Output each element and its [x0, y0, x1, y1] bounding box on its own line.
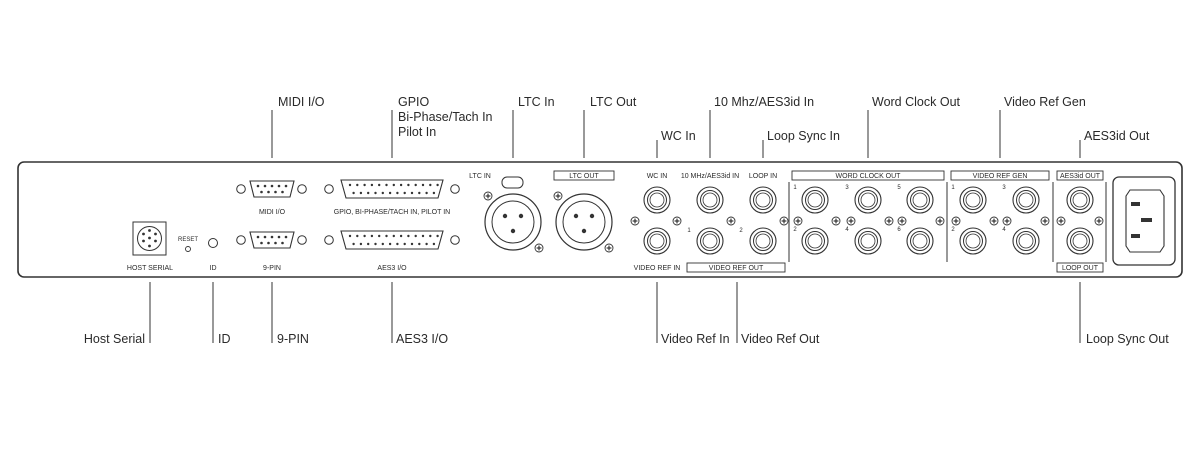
callout-loop-sync-out: Loop Sync Out [1086, 332, 1169, 346]
vrg-number-3: 3 [1002, 185, 1006, 191]
video-ref-gen-bnc-3 [1012, 186, 1040, 214]
word-clock-out-bnc-1 [801, 186, 829, 214]
gpio-connector [324, 179, 460, 199]
gpio-label: GPIO, BI-PHASE/TACH IN, PILOT IN [334, 209, 450, 216]
callout-video-ref-gen: Video Ref Gen [1004, 95, 1086, 109]
midi-io-label: MIDI I/O [259, 209, 286, 216]
ltc-out-xlr-connector [553, 191, 614, 253]
loop-out-label: LOOP OUT [1062, 265, 1099, 272]
callout-video-ref-in: Video Ref In [661, 332, 730, 346]
word-clock-out-bnc-2 [801, 227, 829, 255]
word-clock-out-label-box [791, 170, 945, 181]
host-serial-label: HOST SERIAL [127, 265, 173, 272]
reset-button [185, 246, 191, 252]
video-ref-gen-label: VIDEO REF GEN [973, 173, 1028, 180]
callout-wc-in: WC In [661, 129, 696, 143]
midi-io-connector [236, 180, 307, 198]
video-ref-gen-bnc-4 [1012, 227, 1040, 255]
vrg-number-1: 1 [951, 185, 955, 191]
callout-id: ID [218, 332, 231, 346]
video-ref-out-number-2: 2 [739, 228, 743, 234]
callout-host-serial: Host Serial [84, 332, 145, 346]
aes3id-out-bnc [1066, 186, 1094, 214]
loop-out-label-box [1056, 262, 1104, 273]
id-led [208, 238, 218, 248]
callout-mhz-in: 10 Mhz/AES3id In [714, 95, 814, 109]
word-clock-out-label: WORD CLOCK OUT [836, 173, 902, 180]
video-ref-out-label: VIDEO REF OUT [709, 265, 764, 272]
word-clock-out-bnc-6 [906, 227, 934, 255]
loop-in-label: LOOP IN [749, 173, 777, 180]
wc-in-label: WC IN [647, 173, 668, 180]
ltc-out-label-box [553, 170, 615, 181]
wc-out-number-4: 4 [845, 227, 849, 233]
video-ref-in-label: VIDEO REF IN [634, 265, 681, 272]
aes3-io-connector [324, 230, 460, 250]
reset-label: RESET [178, 237, 198, 243]
callout-ltc-out: LTC Out [590, 95, 637, 109]
id-label: ID [210, 265, 217, 272]
video-ref-out-2-bnc [749, 227, 777, 255]
aes3id-out-label: AES3id OUT [1060, 173, 1101, 180]
word-clock-out-bnc-5 [906, 186, 934, 214]
host-serial-connector [132, 221, 167, 256]
aes3-io-label: AES3 I/O [377, 265, 407, 272]
video-ref-in-bnc [643, 227, 671, 255]
video-ref-out-1-bnc [696, 227, 724, 255]
wc-out-number-5: 5 [897, 185, 901, 191]
callout-gpio-line1: GPIO [398, 95, 430, 109]
wc-out-number-6: 6 [897, 227, 901, 233]
word-clock-out-bnc-3 [854, 186, 882, 214]
callout-aes3id-out: AES3id Out [1084, 129, 1150, 143]
video-ref-gen-label-box [950, 170, 1050, 181]
callout-video-ref-out: Video Ref Out [741, 332, 820, 346]
callout-nine-pin: 9-PIN [277, 332, 309, 346]
video-ref-gen-bnc-2 [959, 227, 987, 255]
callout-gpio-line3: Pilot In [398, 125, 436, 139]
callout-aes3-io: AES3 I/O [396, 332, 448, 346]
mhz-in-label: 10 MHz/AES3id IN [681, 173, 739, 180]
callout-midi-io: MIDI I/O [278, 95, 325, 109]
wc-out-number-1: 1 [793, 185, 797, 191]
ltc-out-label: LTC OUT [569, 173, 599, 180]
vrg-number-2: 2 [951, 227, 955, 233]
power-inlet [1112, 176, 1176, 266]
callout-gpio-line2: Bi-Phase/Tach In [398, 110, 493, 124]
word-clock-out-bnc-4 [854, 227, 882, 255]
aes3id-out-label-box [1056, 170, 1104, 181]
loop-out-bnc [1066, 227, 1094, 255]
video-ref-out-number-1: 1 [687, 228, 691, 234]
nine-pin-label: 9-PIN [263, 265, 281, 272]
callout-word-clock-out: Word Clock Out [872, 95, 961, 109]
ltc-in-xlr-connector [483, 176, 544, 253]
callout-loop-sync-in: Loop Sync In [767, 129, 840, 143]
nine-pin-connector [236, 231, 307, 249]
wc-out-number-2: 2 [793, 227, 797, 233]
ltc-in-label: LTC IN [469, 173, 491, 180]
video-ref-out-label-box [686, 262, 786, 273]
wc-out-number-3: 3 [845, 185, 849, 191]
callout-lines [149, 110, 1081, 343]
video-ref-gen-bnc-1 [959, 186, 987, 214]
callout-ltc-in: LTC In [518, 95, 555, 109]
vrg-number-4: 4 [1002, 227, 1006, 233]
